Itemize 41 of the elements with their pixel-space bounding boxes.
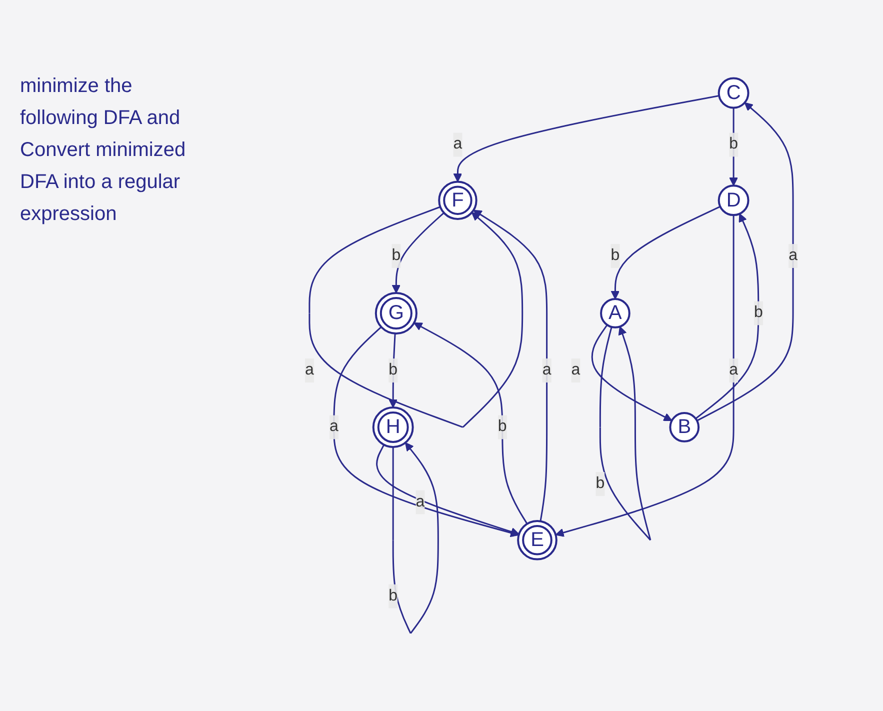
arrow	[376, 444, 520, 536]
arrow	[600, 326, 652, 540]
edge-label: b	[596, 474, 605, 492]
edge-label: a	[416, 493, 425, 510]
edge-label: a	[729, 361, 738, 378]
node-circle: F	[438, 180, 478, 220]
arrow	[695, 213, 760, 419]
arrow	[454, 94, 720, 182]
node-circle: H	[372, 406, 414, 448]
arrow	[333, 326, 520, 537]
arrow	[556, 214, 735, 537]
arrow	[388, 333, 398, 408]
arrow	[611, 206, 721, 300]
node-circle: A	[600, 298, 631, 328]
arrow	[414, 322, 528, 524]
node-circle: G	[375, 292, 418, 334]
edge-label: a	[788, 246, 798, 264]
arrow	[696, 102, 794, 422]
edge-label: b	[392, 246, 401, 264]
edge-label: a	[454, 136, 462, 153]
node-circle: C	[718, 77, 750, 108]
arrow	[473, 210, 548, 522]
arrow	[392, 442, 440, 634]
edge-label: b	[729, 136, 738, 153]
arrow	[592, 324, 672, 421]
node-circle: E	[517, 520, 558, 560]
node-circle: D	[718, 184, 750, 216]
note-text: minimize the following DFA and Convert minimized DFA into a regular expression	[20, 74, 187, 227]
edge-label: b	[388, 587, 398, 604]
arrow	[392, 212, 445, 294]
edge-label: b	[498, 418, 508, 436]
edge-label: b	[611, 246, 620, 264]
arrow	[729, 108, 738, 186]
edge-label: a	[572, 361, 580, 378]
edge-label: b	[754, 304, 764, 321]
edge-label: a	[542, 361, 552, 378]
arrow	[308, 206, 524, 428]
node-circle: B	[669, 412, 700, 442]
edge-label: b	[388, 361, 398, 378]
edge-label: a	[330, 418, 339, 436]
edge-label: a	[305, 361, 314, 378]
